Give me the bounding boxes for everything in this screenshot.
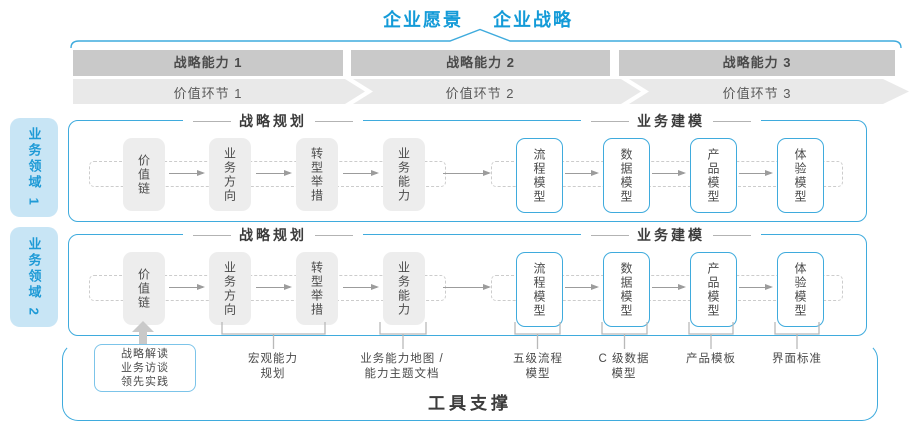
tool-support-label: 工具支撑 [428, 394, 512, 413]
modeling-header: 业务建模 [581, 111, 761, 131]
flow-arrow [565, 283, 599, 290]
flow-arrow [343, 169, 379, 176]
annotation-ui-standard: 界面标准 [772, 353, 822, 365]
annotation-practice-box: 战略解读 业务访谈 领先实践 [94, 344, 196, 392]
bracket-connector [688, 322, 734, 349]
dashed-track-modeling [491, 161, 843, 187]
stage-box-experience-model: 体验模型 [777, 138, 824, 213]
capability-bar-3: 战略能力 3 [619, 50, 895, 76]
capability-bar-2: 战略能力 2 [351, 50, 610, 76]
flow-arrow [256, 283, 292, 290]
stage-box-transformation: 转型举措 [296, 138, 338, 211]
header-rule [315, 120, 353, 122]
value-chevron-row [73, 79, 909, 104]
header-rule [193, 234, 231, 236]
flow-arrow [443, 169, 491, 176]
value-chevron-label-3: 价值环节 3 [722, 86, 792, 101]
stage-box-business-capability: 业务能力 [383, 138, 425, 211]
annotation-macro-planning: 宏观能力 规划 [248, 353, 298, 380]
tool-support-container: 工具支撑 [62, 343, 878, 421]
flow-arrow [565, 169, 599, 176]
bracket-connector [514, 322, 561, 349]
stage-box-business-direction: 业务方向 [209, 252, 251, 325]
flow-arrow [256, 169, 292, 176]
flow-arrow [652, 283, 686, 290]
header-rule [591, 234, 629, 236]
flow-arrow [739, 283, 773, 290]
stage-box-transformation: 转型举措 [296, 252, 338, 325]
header-rule [713, 120, 751, 122]
capability-bar-1: 战略能力 1 [73, 50, 343, 76]
stage-box-process-model: 流程模型 [516, 138, 563, 213]
value-chevron-label-1: 价值环节 1 [173, 86, 243, 101]
stage-box-business-direction: 业务方向 [209, 138, 251, 211]
flow-arrow [169, 283, 205, 290]
dashed-track-planning [89, 161, 446, 187]
stage-box-data-model: 数据模型 [603, 138, 650, 213]
flow-arrow [343, 283, 379, 290]
planning-header: 战略规划 [183, 225, 363, 245]
stage-box-business-capability: 业务能力 [383, 252, 425, 325]
strategy-title: 企业战略 [493, 10, 573, 30]
annotation-data-model: C 级数据 模型 [598, 353, 650, 380]
stage-box-process-model: 流程模型 [516, 252, 563, 327]
stage-box-value-chain: 价值链 [123, 138, 165, 211]
header-rule [315, 234, 353, 236]
bracket-connector [774, 322, 820, 349]
flow-arrow [169, 169, 205, 176]
page-title: 企业愿景 企业战略 [383, 6, 573, 32]
bracket-connector [221, 322, 326, 349]
vision-title: 企业愿景 [383, 10, 463, 30]
stage-box-experience-model: 体验模型 [777, 252, 824, 327]
domain-label-2: 业务领域 2 [10, 227, 58, 327]
stage-box-product-model: 产品模型 [690, 138, 737, 213]
planning-header: 战略规划 [183, 111, 363, 131]
header-rule [591, 120, 629, 122]
stage-box-value-chain: 价值链 [123, 252, 165, 325]
header-rule [713, 234, 751, 236]
bracket-connector [601, 322, 648, 349]
vision-brace-line [70, 28, 902, 49]
annotation-capability-map: 业务能力地图 / 能力主题文档 [360, 353, 444, 380]
domain-label-1: 业务领域 1 [10, 118, 58, 217]
flow-arrow [739, 169, 773, 176]
dashed-track-planning [89, 275, 446, 301]
bracket-connector [379, 322, 427, 349]
flow-arrow [652, 169, 686, 176]
business-row-2: 战略规划 业务建模 价值链 业务方向 转型举措 业务能力 流程模型 数据模型 产… [68, 225, 909, 336]
modeling-header: 业务建模 [581, 225, 761, 245]
stage-box-product-model: 产品模型 [690, 252, 737, 327]
business-row-1: 战略规划 业务建模 价值链 业务方向 转型举措 业务能力 流程模型 数据模型 产… [68, 111, 909, 222]
up-arrow [132, 321, 154, 345]
annotation-product-template: 产品模板 [686, 353, 736, 365]
value-chevron-label-2: 价值环节 2 [445, 86, 515, 101]
flow-arrow [443, 283, 491, 290]
stage-box-data-model: 数据模型 [603, 252, 650, 327]
dashed-track-modeling [491, 275, 843, 301]
header-rule [193, 120, 231, 122]
annotation-process-model: 五级流程 模型 [513, 353, 563, 380]
